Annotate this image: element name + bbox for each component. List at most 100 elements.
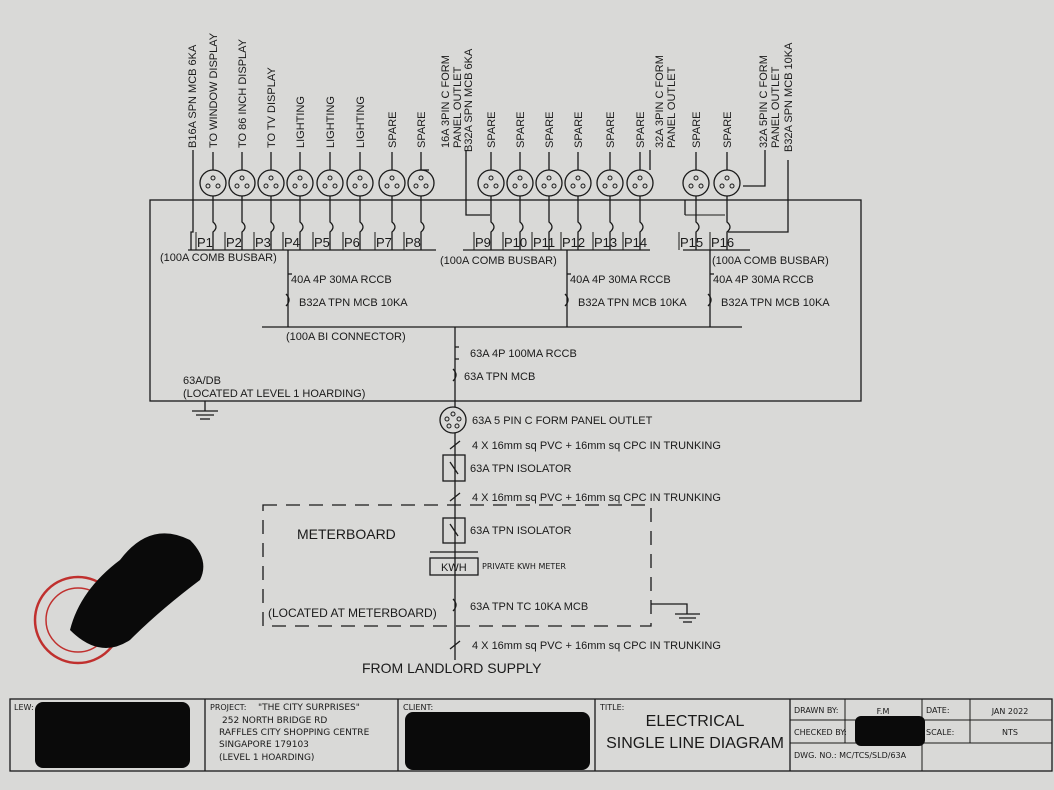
way-label: P12 bbox=[562, 235, 585, 250]
drawing-title: ELECTRICAL bbox=[646, 713, 745, 730]
mcb-symbol bbox=[212, 196, 217, 250]
project-address-line: (LEVEL 1 HOARDING) bbox=[219, 753, 314, 763]
socket-outlet-icon bbox=[682, 169, 710, 197]
cable-3-label: 4 X 16mm sq PVC + 16mm sq CPC IN TRUNKIN… bbox=[472, 640, 721, 652]
mcb-symbol bbox=[391, 196, 396, 250]
mcb-label: B32A TPN MCB 10KA bbox=[299, 297, 408, 309]
mcb-symbol bbox=[241, 196, 246, 250]
breaker-note: 32A 3PIN C FORM bbox=[654, 55, 666, 148]
outgoing-circuit: P9 SPARE bbox=[473, 112, 505, 250]
project-label: PROJECT: bbox=[210, 703, 246, 712]
rccb-label: 40A 4P 30MA RCCB bbox=[291, 274, 392, 286]
db-name: 63A/DB bbox=[183, 375, 221, 387]
mcb-symbol bbox=[695, 196, 700, 250]
circuit-label: SPARE bbox=[544, 112, 556, 148]
db-location: (LOCATED AT LEVEL 1 HOARDING) bbox=[183, 388, 365, 400]
way-label: P6 bbox=[344, 235, 360, 250]
meterboard-title: METERBOARD bbox=[297, 526, 396, 542]
breaker-note: B32A SPN MCB 10KA bbox=[783, 42, 795, 152]
circuit-label: TO 86 INCH DISPLAY bbox=[237, 38, 249, 148]
circuit-label: TO TV DISPLAY bbox=[266, 67, 278, 148]
cable-tick-icon bbox=[449, 440, 461, 450]
socket-outlet-icon bbox=[407, 169, 435, 197]
circuit-label: TO WINDOW DISPLAY bbox=[208, 32, 220, 148]
breaker-note: 32A 5PIN C FORM bbox=[758, 55, 770, 148]
drawn-by-value: F.M bbox=[877, 707, 890, 716]
checked-by-label: CHECKED BY: bbox=[794, 728, 847, 737]
date-label: DATE: bbox=[926, 706, 950, 715]
cable-1-label: 4 X 16mm sq PVC + 16mm sq CPC IN TRUNKIN… bbox=[472, 440, 721, 452]
way-label: P7 bbox=[376, 235, 392, 250]
way-label: P9 bbox=[475, 235, 491, 250]
rccb-label: 40A 4P 30MA RCCB bbox=[570, 274, 671, 286]
date-value: JAN 2022 bbox=[991, 707, 1029, 716]
circuit-label: SPARE bbox=[573, 112, 585, 148]
drawing-number: DWG. NO.: MC/TCS/SLD/63A bbox=[794, 751, 907, 760]
way-label: P13 bbox=[594, 235, 617, 250]
drawn-by-label: DRAWN BY: bbox=[794, 706, 838, 715]
mcb-symbol bbox=[726, 196, 731, 250]
busbar-label: (100A COMB BUSBAR) bbox=[160, 252, 277, 264]
redaction bbox=[405, 712, 590, 770]
project-name: "THE CITY SURPRISES" bbox=[258, 703, 360, 713]
rccb-symbol bbox=[567, 273, 571, 275]
rccb-symbol bbox=[455, 346, 459, 360]
way-label: P4 bbox=[284, 235, 300, 250]
meterboard-location: (LOCATED AT METERBOARD) bbox=[268, 606, 437, 620]
redaction bbox=[70, 533, 204, 648]
mcb-symbol bbox=[639, 196, 644, 250]
title-label: TITLE: bbox=[599, 703, 624, 712]
project-address-line: RAFFLES CITY SHOPPING CENTRE bbox=[219, 728, 370, 738]
outgoing-circuit: P6 LIGHTING bbox=[342, 96, 374, 250]
circuit-label: SPARE bbox=[486, 112, 498, 148]
socket-outlet-icon bbox=[316, 169, 344, 197]
mcb-symbol bbox=[707, 293, 712, 307]
socket-outlet-icon bbox=[506, 169, 534, 197]
circuit-label: SPARE bbox=[722, 112, 734, 148]
mcb-symbol bbox=[564, 293, 569, 307]
isolator-1-icon bbox=[442, 454, 466, 482]
mcb-label: B32A TPN MCB 10KA bbox=[721, 297, 830, 309]
way-label: P5 bbox=[314, 235, 330, 250]
outgoing-circuit: P13 SPARE bbox=[592, 112, 624, 250]
circuit-label: LIGHTING bbox=[295, 96, 307, 148]
drawing-title: SINGLE LINE DIAGRAM bbox=[606, 735, 784, 752]
scale-value: NTS bbox=[1002, 728, 1018, 737]
lew-label: LEW: bbox=[14, 703, 34, 712]
circuit-label: SPARE bbox=[605, 112, 617, 148]
project-address-line: SINGAPORE 179103 bbox=[219, 740, 309, 750]
mcb-symbol bbox=[420, 196, 425, 250]
isolator-1-label: 63A TPN ISOLATOR bbox=[470, 463, 572, 475]
main-mcb-label: 63A TPN MCB bbox=[464, 371, 535, 383]
circuit-label: SPARE bbox=[691, 112, 703, 148]
supply-label: FROM LANDLORD SUPPLY bbox=[362, 660, 542, 676]
mcb-symbol bbox=[329, 196, 334, 250]
rccb-symbol bbox=[288, 273, 292, 275]
mcb-symbol bbox=[270, 196, 275, 250]
distribution-board-frame bbox=[149, 199, 862, 402]
rccb-symbol bbox=[710, 273, 714, 275]
socket-outlet-icon bbox=[535, 169, 563, 197]
meterboard-frame bbox=[262, 504, 652, 627]
mcb-symbol bbox=[519, 196, 524, 250]
circuit-label: LIGHTING bbox=[355, 96, 367, 148]
socket-outlet-icon bbox=[477, 169, 505, 197]
kwh-box-label: KWH bbox=[441, 562, 467, 574]
socket-outlet-icon bbox=[199, 169, 227, 197]
breaker-note: PANEL OUTLET bbox=[666, 66, 678, 148]
outgoing-circuit: P12 SPARE bbox=[560, 112, 592, 250]
meterboard-mcb-label: 63A TPN TC 10KA MCB bbox=[470, 601, 588, 613]
way-label: P14 bbox=[624, 235, 647, 250]
socket-outlet-icon bbox=[626, 169, 654, 197]
client-label: CLIENT: bbox=[403, 703, 433, 712]
